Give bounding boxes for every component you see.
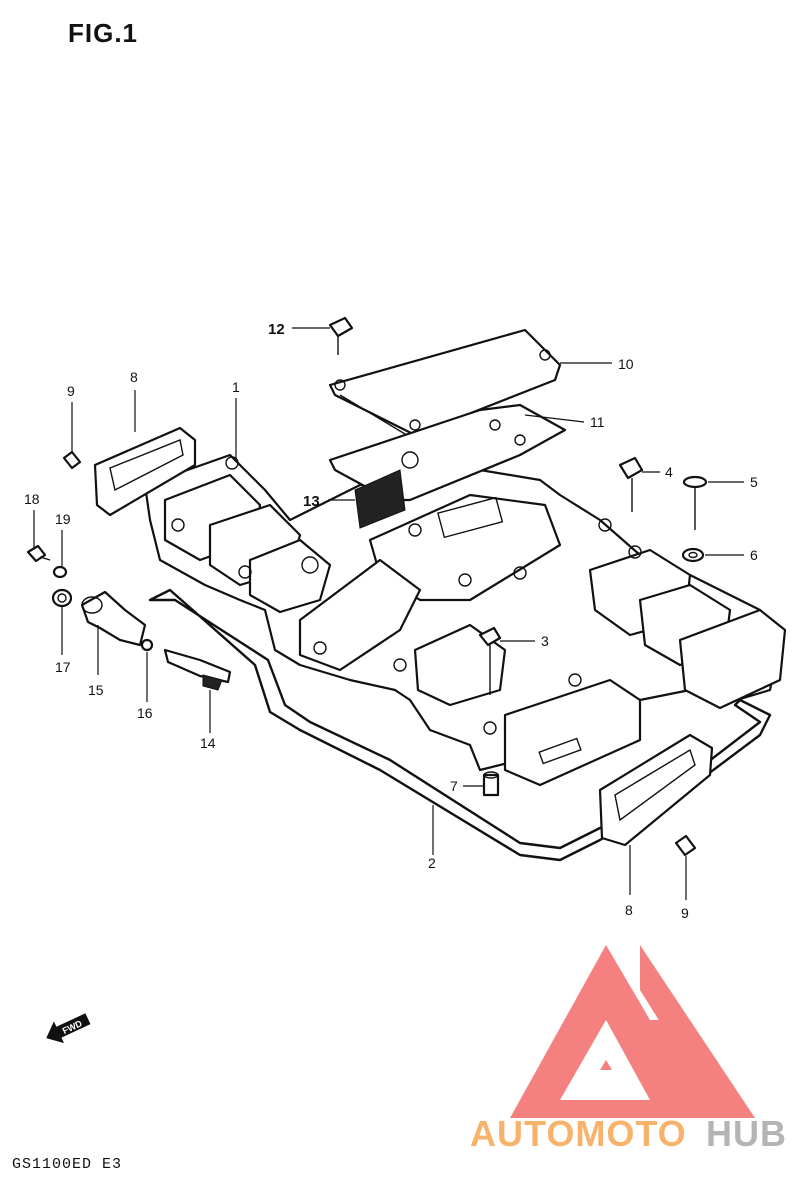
callout-7: 7 xyxy=(450,778,458,794)
callout-2: 2 xyxy=(428,855,436,871)
callout-13: 13 xyxy=(303,493,320,510)
fwd-arrow-icon: FWD xyxy=(46,1013,91,1044)
breather-cover xyxy=(328,328,562,437)
callout-6: 6 xyxy=(750,547,758,563)
callout-9-left: 9 xyxy=(67,383,75,399)
o-ring-17 xyxy=(51,588,73,608)
callout-5: 5 xyxy=(750,474,758,490)
o-ring-16 xyxy=(140,638,154,652)
plug-cover-right xyxy=(503,678,642,787)
bolt-5 xyxy=(682,475,708,530)
figure-title: FIG.1 xyxy=(68,18,139,48)
bolt-18 xyxy=(26,544,51,563)
bolt-3 xyxy=(478,626,502,695)
watermark-text-hub: HUB xyxy=(706,1113,787,1154)
callout-1: 1 xyxy=(232,379,240,395)
callout-15: 15 xyxy=(88,682,104,698)
callout-4: 4 xyxy=(665,464,673,480)
callout-9-right: 9 xyxy=(681,905,689,921)
callout-18: 18 xyxy=(24,491,40,507)
callout-8-right: 8 xyxy=(625,902,633,918)
watermark-logo xyxy=(510,945,755,1118)
side-cover-right xyxy=(598,733,714,847)
dowel-7 xyxy=(482,771,500,797)
callout-10: 10 xyxy=(618,356,634,372)
callout-17: 17 xyxy=(55,659,71,675)
model-code: GS1100ED E3 xyxy=(12,1156,123,1173)
leader-lines xyxy=(33,327,744,900)
breather-element xyxy=(354,469,406,529)
callout-16: 16 xyxy=(137,705,153,721)
watermark-text-auto: AUTOMOTO xyxy=(470,1113,687,1154)
bolt-4 xyxy=(618,456,644,512)
pipe-14 xyxy=(163,648,232,691)
callout-11: 11 xyxy=(590,414,605,430)
callout-12: 12 xyxy=(268,321,285,338)
bolt-12 xyxy=(328,316,354,355)
side-cover-left xyxy=(93,426,197,517)
screw-9-right xyxy=(674,834,697,857)
cylinder-head-cover xyxy=(143,453,782,772)
callout-19: 19 xyxy=(55,511,71,527)
plug-cover-far-right xyxy=(678,608,787,710)
callout-8-left: 8 xyxy=(130,369,138,385)
washer-19 xyxy=(52,565,68,579)
washer-6 xyxy=(681,547,705,563)
oil-plug-15 xyxy=(80,590,147,647)
callout-14: 14 xyxy=(200,735,216,751)
screw-9-left xyxy=(62,450,82,470)
callout-3: 3 xyxy=(541,633,549,649)
